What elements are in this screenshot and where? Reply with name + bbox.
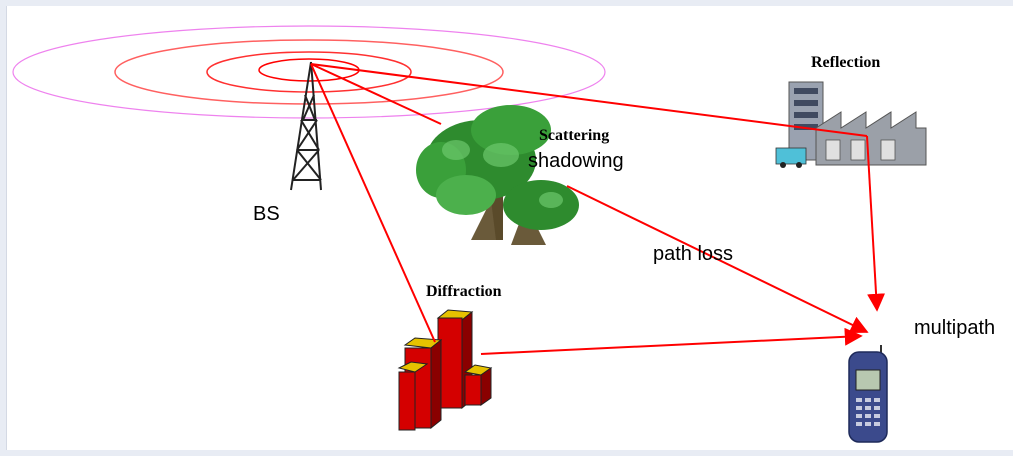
scattering-label: Scattering <box>539 127 609 144</box>
red-buildings-icon <box>397 309 493 431</box>
path-to-tree <box>310 63 442 125</box>
multipath-label: multipath <box>914 317 995 339</box>
path-tree-to-phone <box>566 185 869 334</box>
wave-ring-outer <box>12 25 606 119</box>
wave-ring-2 <box>206 51 412 93</box>
signal-paths <box>310 63 886 355</box>
bs-label: BS <box>253 203 280 225</box>
reflection-label: Reflection <box>811 54 880 71</box>
tree-icon <box>416 105 579 245</box>
antenna-tower-icon <box>290 61 322 191</box>
path-to-factory <box>310 63 868 137</box>
path-to-buildings <box>310 63 436 343</box>
path-loss-label: path loss <box>653 243 733 265</box>
wireless-channel-diagram: BS Scattering shadowing Reflection path … <box>12 25 995 443</box>
path-diffraction-to-phone <box>480 327 863 355</box>
mobile-phone-icon <box>848 345 888 443</box>
diffraction-label: Diffraction <box>426 283 502 300</box>
diagram-canvas: BS Scattering shadowing Reflection path … <box>6 6 1013 450</box>
shadowing-label: shadowing <box>528 150 624 172</box>
path-reflection-to-phone <box>866 135 886 312</box>
factory-icon <box>775 81 927 168</box>
